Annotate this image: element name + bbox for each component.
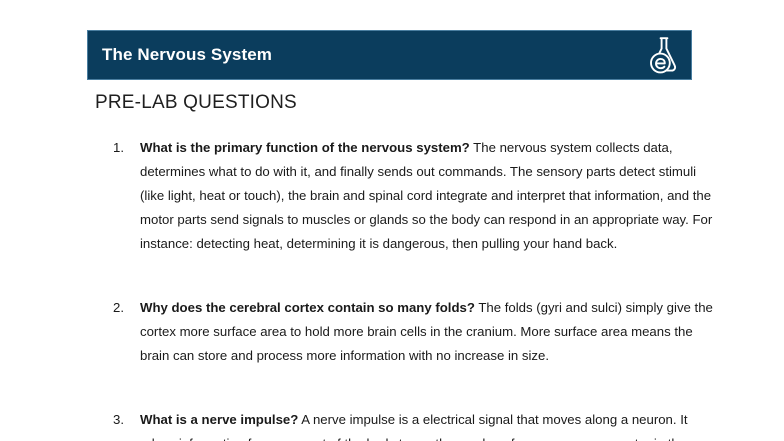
question-answer: The nervous system collects data, determ…: [140, 140, 713, 251]
question-prompt: Why does the cerebral cortex contain so …: [140, 300, 475, 315]
question-number: 2.: [113, 300, 124, 315]
question-item: 3. What is a nerve impulse? A nerve impul…: [113, 408, 713, 441]
document-title: The Nervous System: [102, 45, 272, 64]
pre-lab-questions-list: 1. What is the primary function of the ne…: [113, 136, 713, 441]
question-prompt: What is a nerve impulse?: [140, 412, 299, 427]
flask-e-logo-icon: [649, 36, 691, 74]
question-answer: The folds (gyri and sulci) simply give t…: [140, 300, 713, 363]
question-prompt: What is the primary function of the nerv…: [140, 140, 470, 155]
question-item: 2. Why does the cerebral cortex contain s…: [113, 296, 713, 368]
question-number: 1.: [113, 140, 124, 155]
question-number: 3.: [113, 412, 124, 427]
section-heading-pre-lab-questions: PRE-LAB QUESTIONS: [95, 92, 297, 113]
question-item: 1. What is the primary function of the ne…: [113, 136, 713, 256]
question-answer: A nerve impulse is a electrical signal t…: [140, 412, 688, 441]
document-header-banner: The Nervous System: [87, 30, 692, 80]
